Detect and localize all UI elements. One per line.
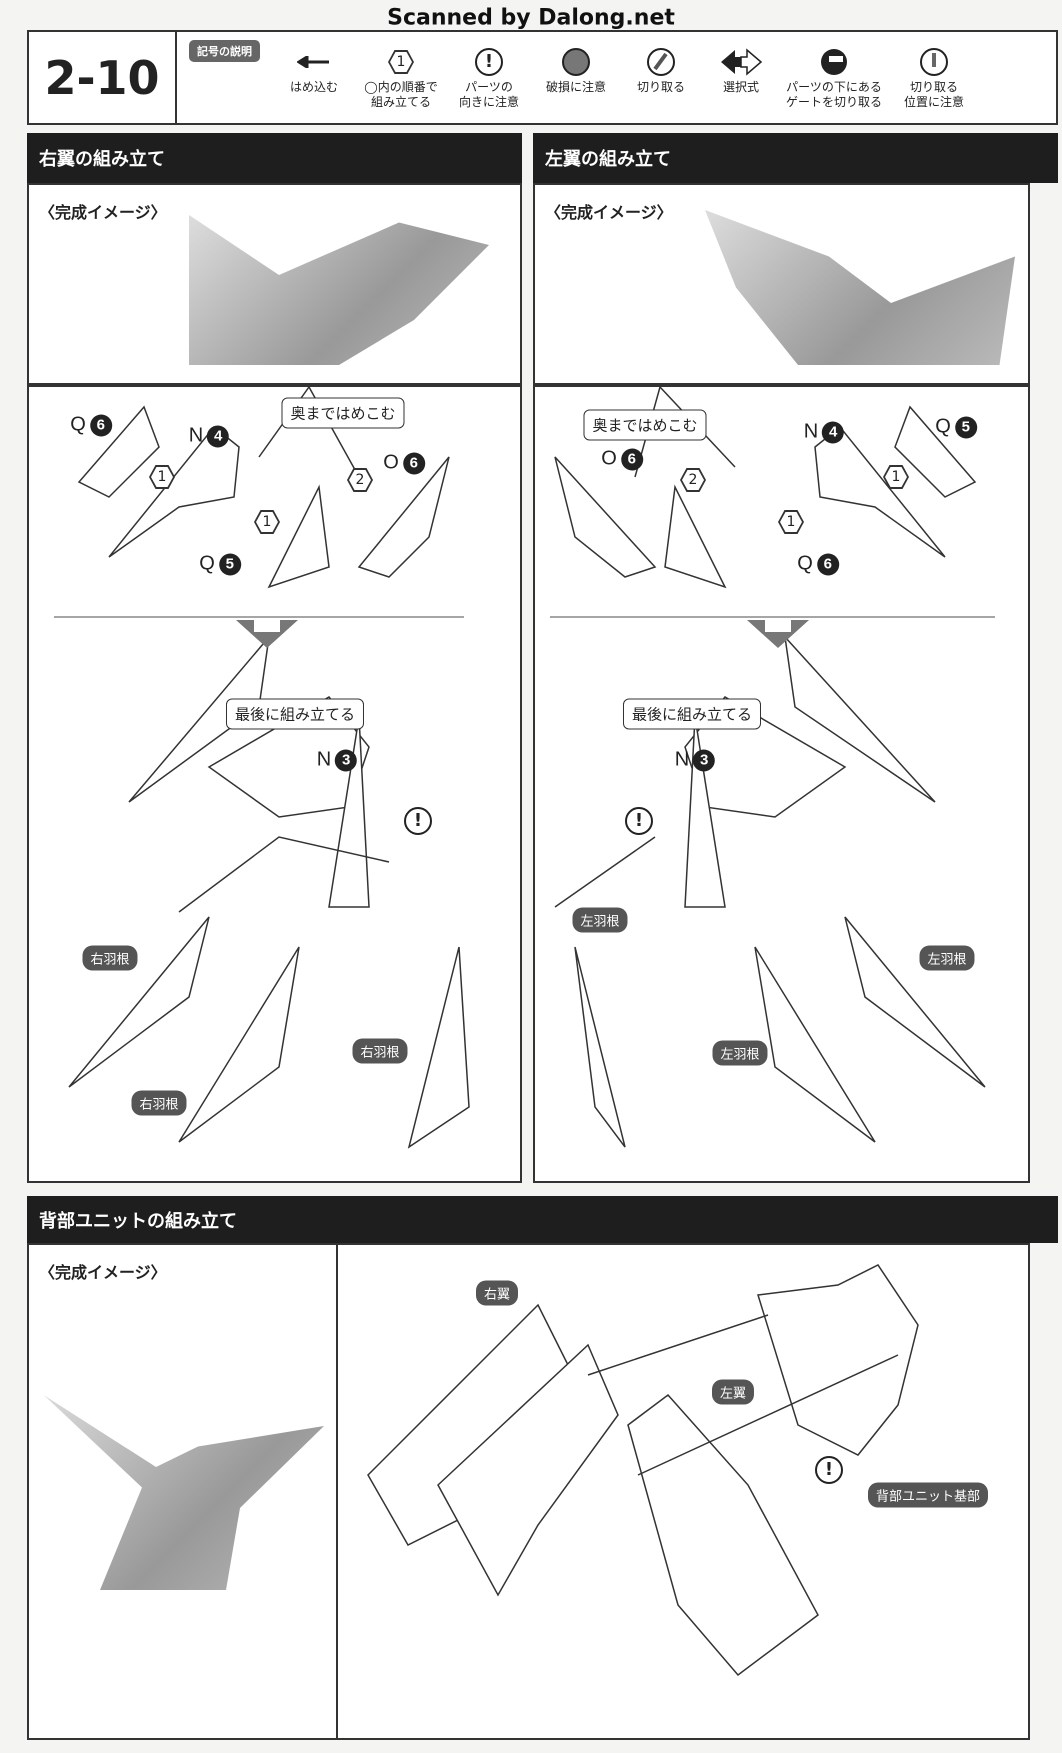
feather-label: 左羽根 — [919, 945, 975, 971]
right-wing-label: 右翼 — [475, 1280, 519, 1306]
preview-label: 〈完成イメージ〉 — [545, 203, 673, 222]
feather-label: 右羽根 — [82, 945, 138, 971]
legend-title: 記号の説明 — [189, 40, 260, 62]
right-wing-title: 右翼の組み立て — [27, 133, 522, 183]
watermark: Scanned by Dalong.net — [387, 5, 675, 31]
feather-label: 右羽根 — [352, 1038, 408, 1064]
feather-label: 右羽根 — [131, 1090, 187, 1116]
exclamation-icon: ! — [815, 1456, 843, 1484]
legend-item: 切り取る 位置に注意 — [884, 44, 984, 110]
cut-icon — [611, 44, 711, 80]
back-unit-panel: 〈完成イメージ〉 右翼 左翼 ! 背部ユニット基部 — [27, 1243, 1030, 1740]
down-arrow-icon — [747, 620, 809, 648]
callout-last: 最後に組み立てる — [225, 698, 365, 730]
callout-last: 最後に組み立てる — [622, 698, 762, 730]
step-hex-icon: 1 — [254, 510, 280, 534]
callout-push: 奥まではめこむ — [583, 409, 707, 441]
exclamation-icon: ! — [625, 807, 653, 835]
completed-back-unit-photo — [44, 1395, 324, 1590]
cut-position-icon — [884, 44, 984, 80]
legend-item: パーツの下にある ゲートを切り取る — [784, 44, 884, 110]
callout-push: 奥まではめこむ — [281, 397, 405, 429]
step-number: 2-10 — [29, 32, 177, 123]
divider — [336, 1245, 338, 1738]
left-wing-diagram — [550, 387, 995, 1148]
step-header: 2-10 記号の説明 はめ込む 1◯内の順番で 組み立てる !パーツの 向きに注… — [27, 30, 1058, 125]
gate-cut-icon — [784, 44, 884, 80]
legend-item: 1◯内の順番で 組み立てる — [351, 44, 451, 110]
down-arrow-icon — [236, 620, 298, 648]
right-wing-diagram — [54, 387, 470, 1149]
preview-label: 〈完成イメージ〉 — [39, 1263, 167, 1282]
hex-number-icon: 1 — [351, 44, 451, 80]
legend-item: 切り取る — [611, 44, 711, 95]
left-wing-preview-panel: 〈完成イメージ〉 — [533, 183, 1030, 385]
break-warning-icon — [526, 44, 626, 80]
right-wing-preview-panel: 〈完成イメージ〉 — [27, 183, 522, 385]
legend-item: 破損に注意 — [526, 44, 626, 95]
left-wing-title: 左翼の組み立て — [533, 133, 1058, 183]
double-arrow-icon — [691, 44, 791, 80]
step-hex-icon: 2 — [347, 468, 373, 492]
completed-wing-photo — [189, 215, 489, 365]
arrow-left-icon — [264, 44, 364, 80]
legend-item: はめ込む — [264, 44, 364, 95]
feather-label: 左羽根 — [712, 1040, 768, 1066]
exclamation-icon: ! — [404, 807, 432, 835]
preview-label: 〈完成イメージ〉 — [39, 203, 167, 222]
completed-wing-photo — [705, 210, 1015, 365]
feather-label: 左羽根 — [572, 907, 628, 933]
legend-item: !パーツの 向きに注意 — [439, 44, 539, 110]
back-unit-diagram — [367, 1264, 919, 1677]
left-wing-label: 左翼 — [711, 1379, 755, 1405]
base-label: 背部ユニット基部 — [867, 1482, 989, 1508]
legend-item: 選択式 — [691, 44, 791, 95]
back-unit-title: 背部ユニットの組み立て — [27, 1196, 1058, 1243]
exclamation-icon: ! — [439, 44, 539, 80]
